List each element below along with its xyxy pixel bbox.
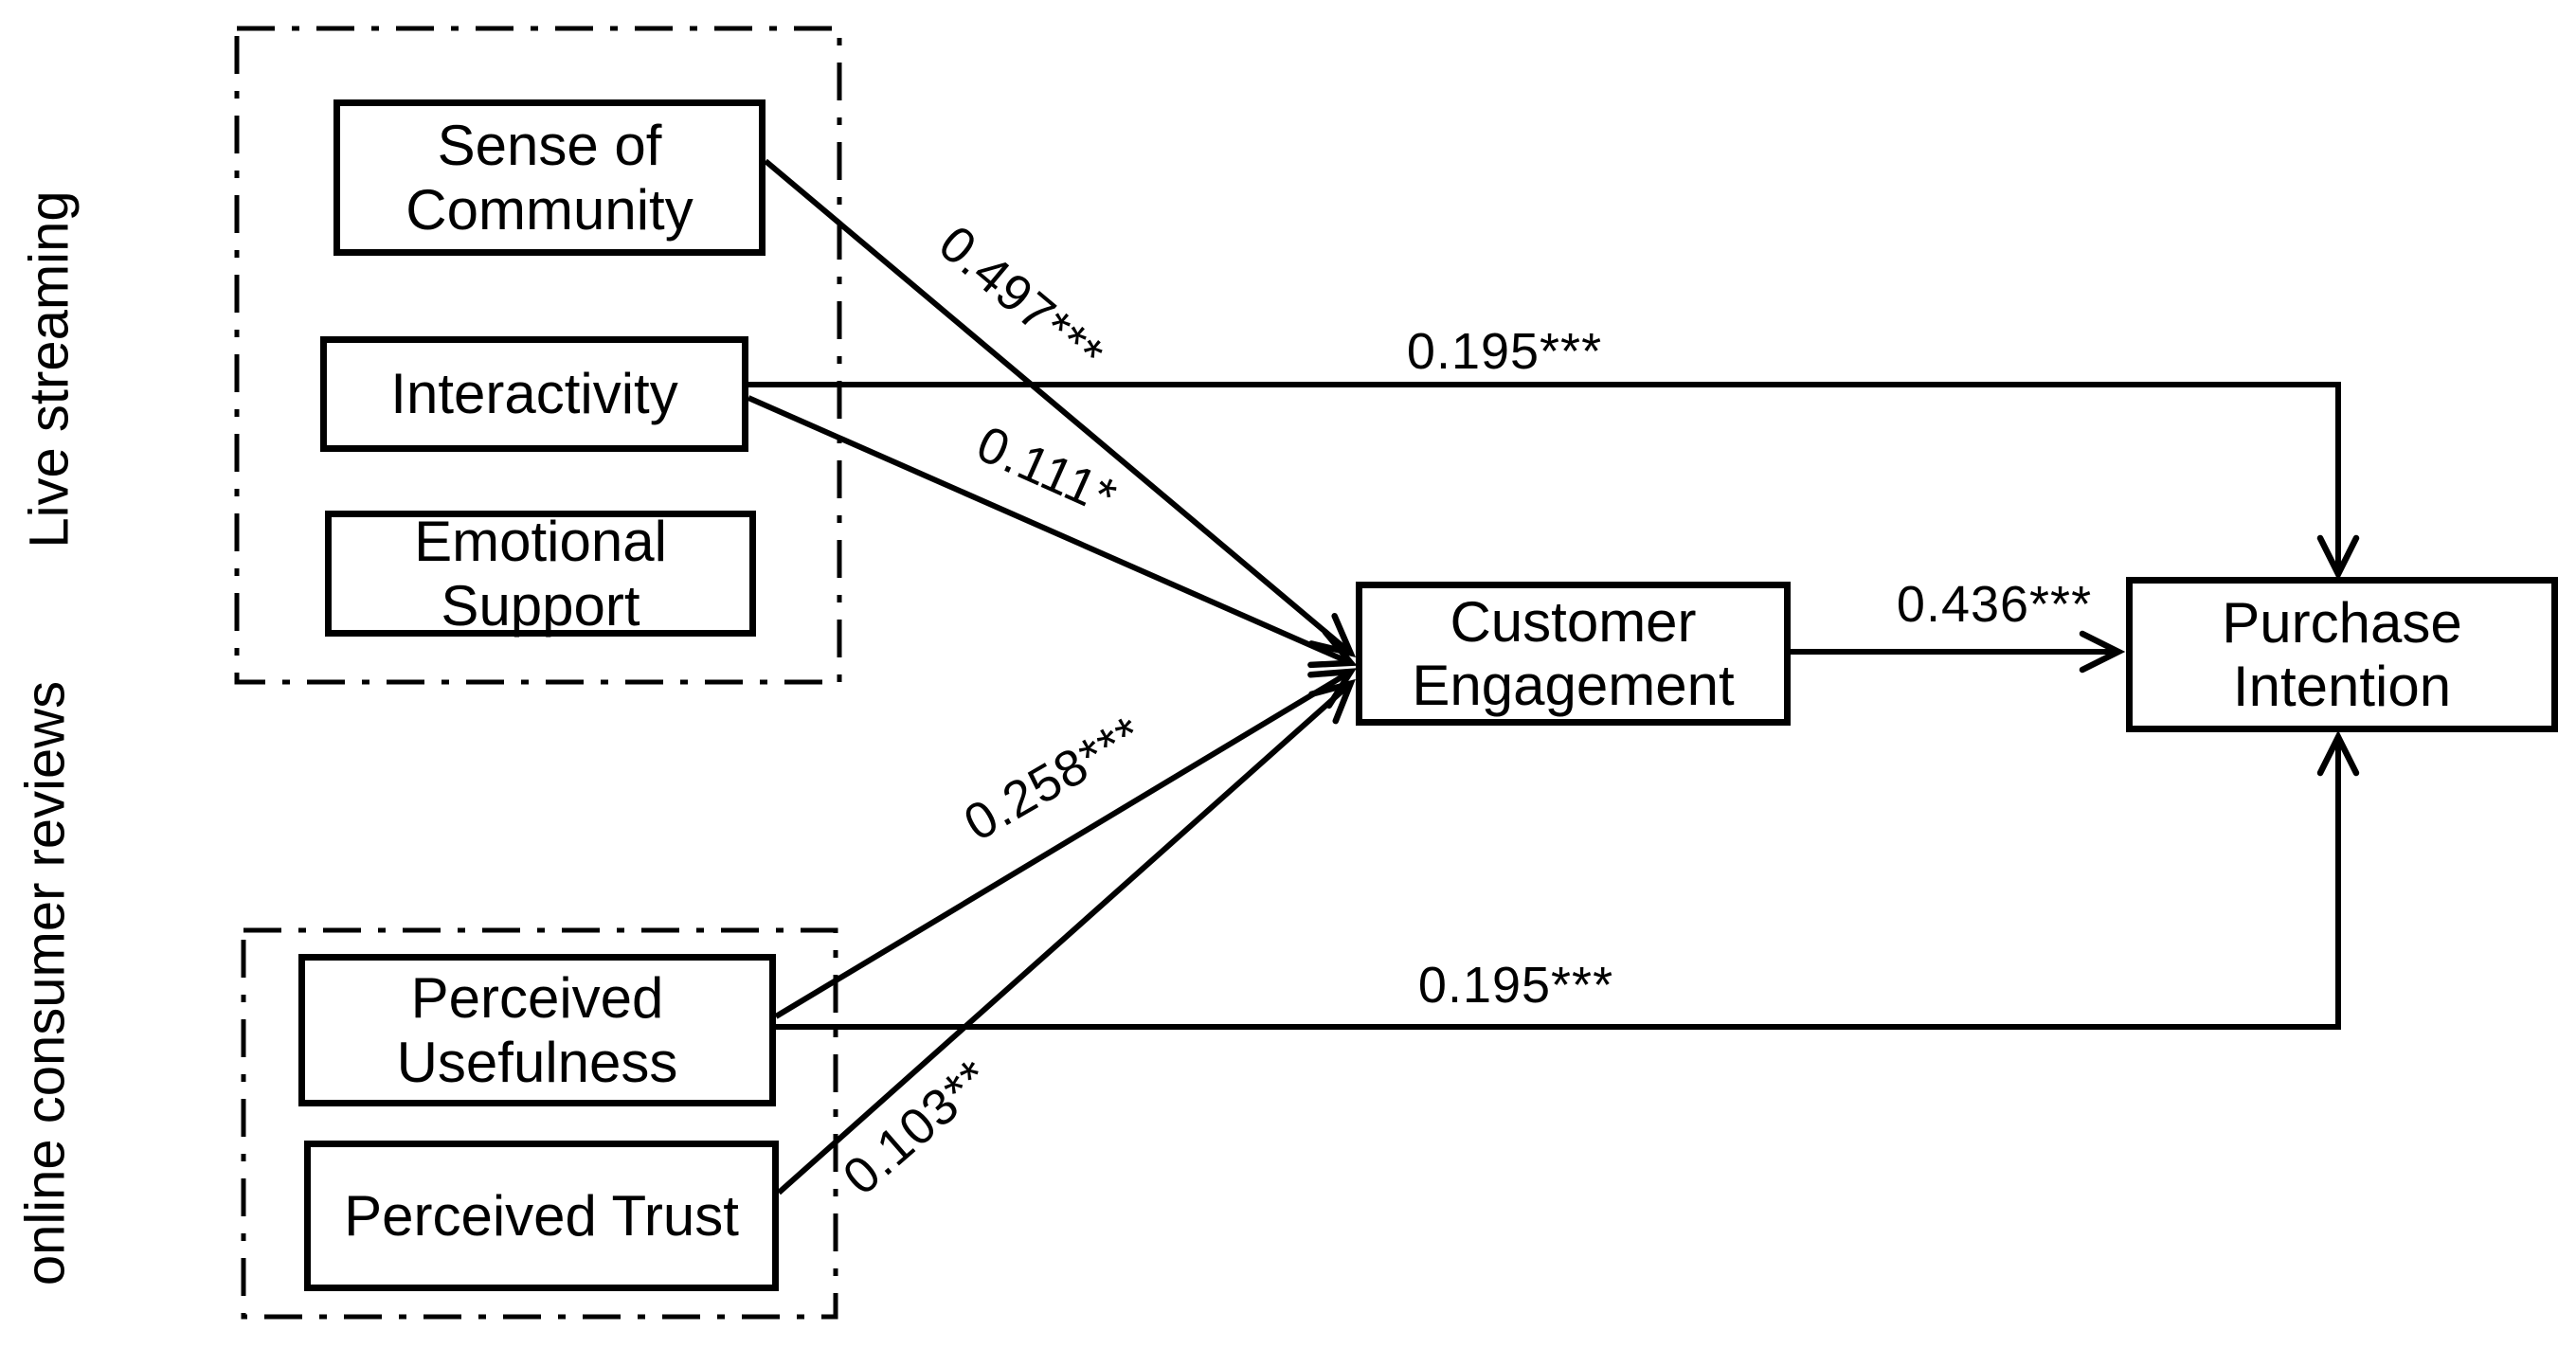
node-interactivity: Interactivity xyxy=(320,336,748,452)
node-perceived-usefulness: Perceived Usefulness xyxy=(298,954,776,1106)
node-customer-engagement: Customer Engagement xyxy=(1356,582,1791,726)
node-perceived-trust: Perceived Trust xyxy=(304,1141,779,1291)
online-consumer-reviews-group-outline xyxy=(241,927,838,1320)
coefficient-perceived-usefulness-to-purchase-intention: 0.195*** xyxy=(1417,957,1614,1014)
node-sense-of-community: Sense of Community xyxy=(333,99,766,256)
node-purchase-intention: Purchase Intention xyxy=(2126,577,2558,732)
group-label-live-streaming: Live streaming xyxy=(18,190,81,548)
arrow-perceived-usefulness-to-customer-engagement xyxy=(774,668,1357,1019)
coefficient-customer-engagement-to-purchase-intention: 0.436*** xyxy=(1896,576,2093,633)
node-emotional-support: Emotional Support xyxy=(325,510,756,638)
coefficient-interactivity-to-purchase-intention: 0.195*** xyxy=(1406,323,1603,380)
arrow-interactivity-to-purchase-intention xyxy=(748,382,2360,582)
live-streaming-group-outline xyxy=(234,26,842,685)
arrow-perceived-trust-to-customer-engagement xyxy=(777,678,1356,1195)
arrow-perceived-usefulness-to-purchase-intention xyxy=(776,729,2360,1030)
arrow-sense-of-community-to-customer-engagement xyxy=(764,158,1357,657)
group-label-online-consumer-reviews: online consumer reviews xyxy=(14,680,77,1286)
arrow-interactivity-to-customer-engagement xyxy=(747,395,1358,669)
